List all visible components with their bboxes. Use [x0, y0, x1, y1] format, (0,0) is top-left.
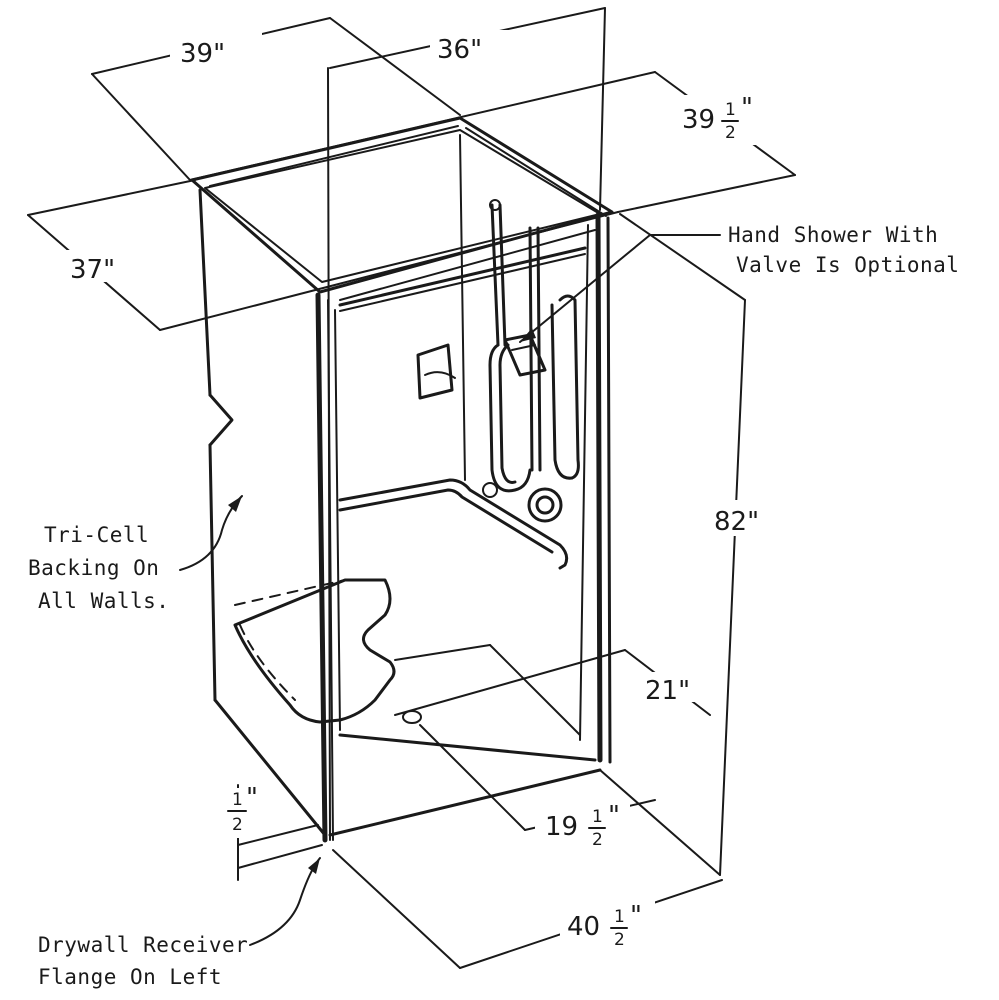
front-left-post	[315, 292, 334, 843]
drain-offset-label: 19	[545, 812, 578, 842]
valve-knob	[482, 482, 563, 523]
depth-left-label: 37"	[70, 255, 115, 285]
height-label: 82"	[714, 507, 759, 537]
dimension-front-width: 40 1 2 "	[332, 849, 723, 969]
shower-seat	[233, 578, 396, 724]
tricell-note-line3: All Walls.	[38, 589, 169, 613]
front-frac-den: 2	[614, 930, 625, 950]
hand-shower-note-line1: Hand Shower With	[728, 223, 938, 247]
note-drywall: Drywall Receiver Flange On Left	[38, 857, 321, 989]
tricell-note-line2: Backing On	[28, 556, 159, 580]
depth-top-label: 39	[682, 105, 715, 135]
flange-frac-num: 1	[232, 790, 243, 810]
tricell-note-line1: Tri-Cell	[44, 523, 149, 547]
hand-shower-slide-bar	[489, 199, 542, 472]
drain-frac-den: 2	[592, 830, 603, 850]
dimension-flange: 1 2 "	[222, 783, 323, 881]
dimension-width-back: 39"	[91, 17, 461, 181]
depth-top-inch: "	[741, 93, 753, 123]
front-inch: "	[630, 901, 642, 931]
hand-shower-head	[503, 333, 547, 377]
dimension-height: 82"	[599, 213, 770, 876]
front-width-label: 40	[567, 912, 600, 942]
width-back-label: 39"	[180, 39, 225, 69]
hand-shower-note-line2: Valve Is Optional	[736, 253, 959, 277]
vertical-grab-bar	[488, 294, 580, 493]
depth-top-frac-num: 1	[725, 100, 736, 120]
left-side-wall	[198, 188, 327, 837]
dimension-seat-depth: 21"	[394, 649, 711, 716]
flange-inch: "	[246, 783, 258, 813]
horizontal-grab-bar	[338, 478, 569, 570]
dimension-depth-top: 39 1 2 "	[189, 71, 796, 213]
front-frac-num: 1	[614, 907, 625, 927]
front-right-post	[579, 212, 612, 764]
depth-top-frac-den: 2	[725, 123, 736, 143]
drywall-note-line2: Flange On Left	[38, 965, 222, 989]
dimension-drain-offset: 19 1 2 "	[419, 724, 656, 850]
drywall-note-line1: Drywall Receiver	[38, 933, 248, 957]
note-tricell: Tri-Cell Backing On All Walls.	[28, 495, 243, 613]
flange-frac-den: 2	[232, 815, 243, 835]
shower-floor	[328, 644, 602, 837]
soap-dish	[416, 343, 456, 400]
drain-inch: "	[608, 801, 620, 831]
curtain-rod	[338, 246, 587, 312]
back-wall	[334, 134, 596, 731]
seat-depth-label: 21"	[645, 676, 690, 706]
note-hand-shower: Hand Shower With Valve Is Optional	[519, 223, 959, 343]
enclosure-top-rim	[190, 116, 614, 294]
dimension-width-inner: 36"	[327, 7, 606, 841]
width-inner-label: 36"	[437, 35, 482, 65]
drain-frac-num: 1	[592, 807, 603, 827]
